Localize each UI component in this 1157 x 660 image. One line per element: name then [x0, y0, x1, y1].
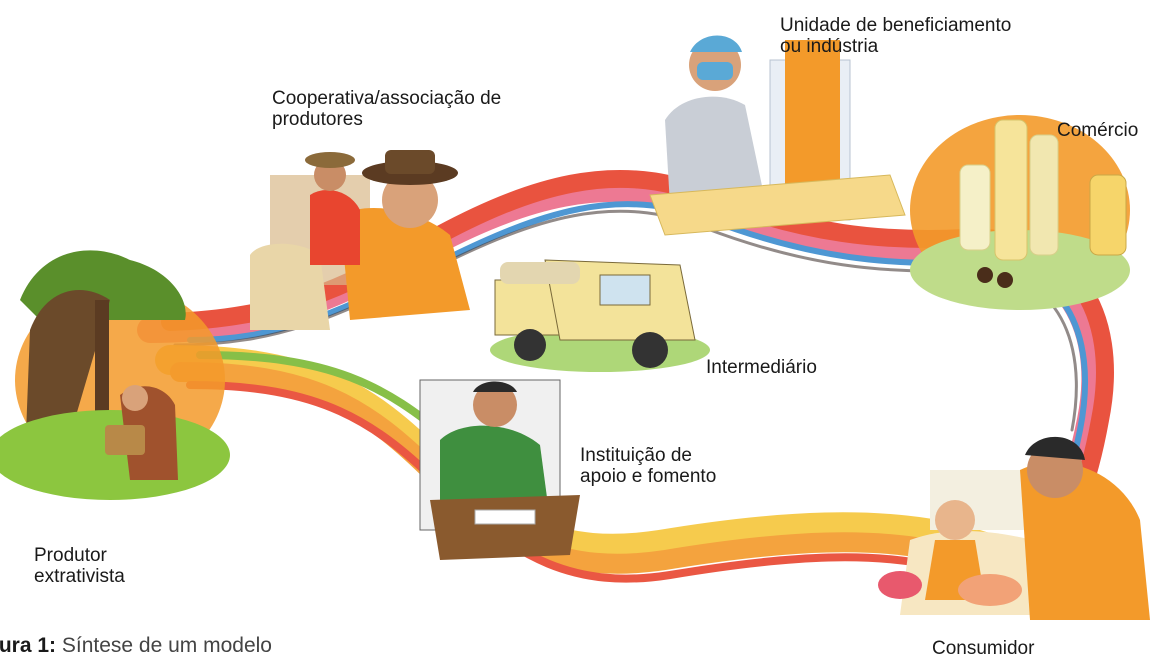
label-consumidor: Consumidor — [932, 638, 1034, 659]
label-cooperativa-line2: produtores — [272, 109, 363, 130]
label-produtor-line2: extrativista — [34, 566, 125, 587]
label-produtor-line1: Produtor — [34, 545, 107, 566]
label-instituicao: Instituição de apoio e fomento — [580, 445, 716, 487]
producer-illustration — [0, 250, 230, 500]
label-comercio-line1: Comércio — [1057, 120, 1139, 141]
label-intermediario: Intermediário — [706, 357, 817, 378]
cooperative-illustration — [250, 150, 470, 330]
commerce-illustration — [910, 115, 1130, 310]
label-cooperativa-line1: Cooperativa/associação de — [272, 88, 502, 109]
label-instituicao-line2: apoio e fomento — [580, 466, 717, 487]
caption-prefix: gura 1: — [0, 634, 57, 657]
figure-caption: gura 1: Síntese de um modelo — [0, 634, 272, 658]
consumer-illustration — [878, 436, 1150, 620]
label-industria-line2: ou indústria — [780, 36, 879, 57]
industry-illustration — [649, 35, 906, 236]
label-intermediario-line1: Intermediário — [706, 357, 817, 378]
label-produtor: Produtor extrativista — [34, 545, 125, 587]
label-cooperativa: Cooperativa/associação de produtores — [272, 88, 501, 130]
caption-text: Síntese de um modelo — [56, 634, 272, 657]
label-comercio: Comércio — [1057, 120, 1138, 141]
institution-illustration — [419, 379, 580, 560]
label-instituicao-line1: Instituição de — [580, 445, 692, 466]
label-industria: Unidade de beneficiamento ou indústria — [780, 15, 1011, 57]
label-industria-line1: Unidade de beneficiamento — [780, 15, 1012, 36]
truck-illustration — [490, 259, 710, 372]
label-consumidor-line1: Consumidor — [932, 638, 1035, 659]
